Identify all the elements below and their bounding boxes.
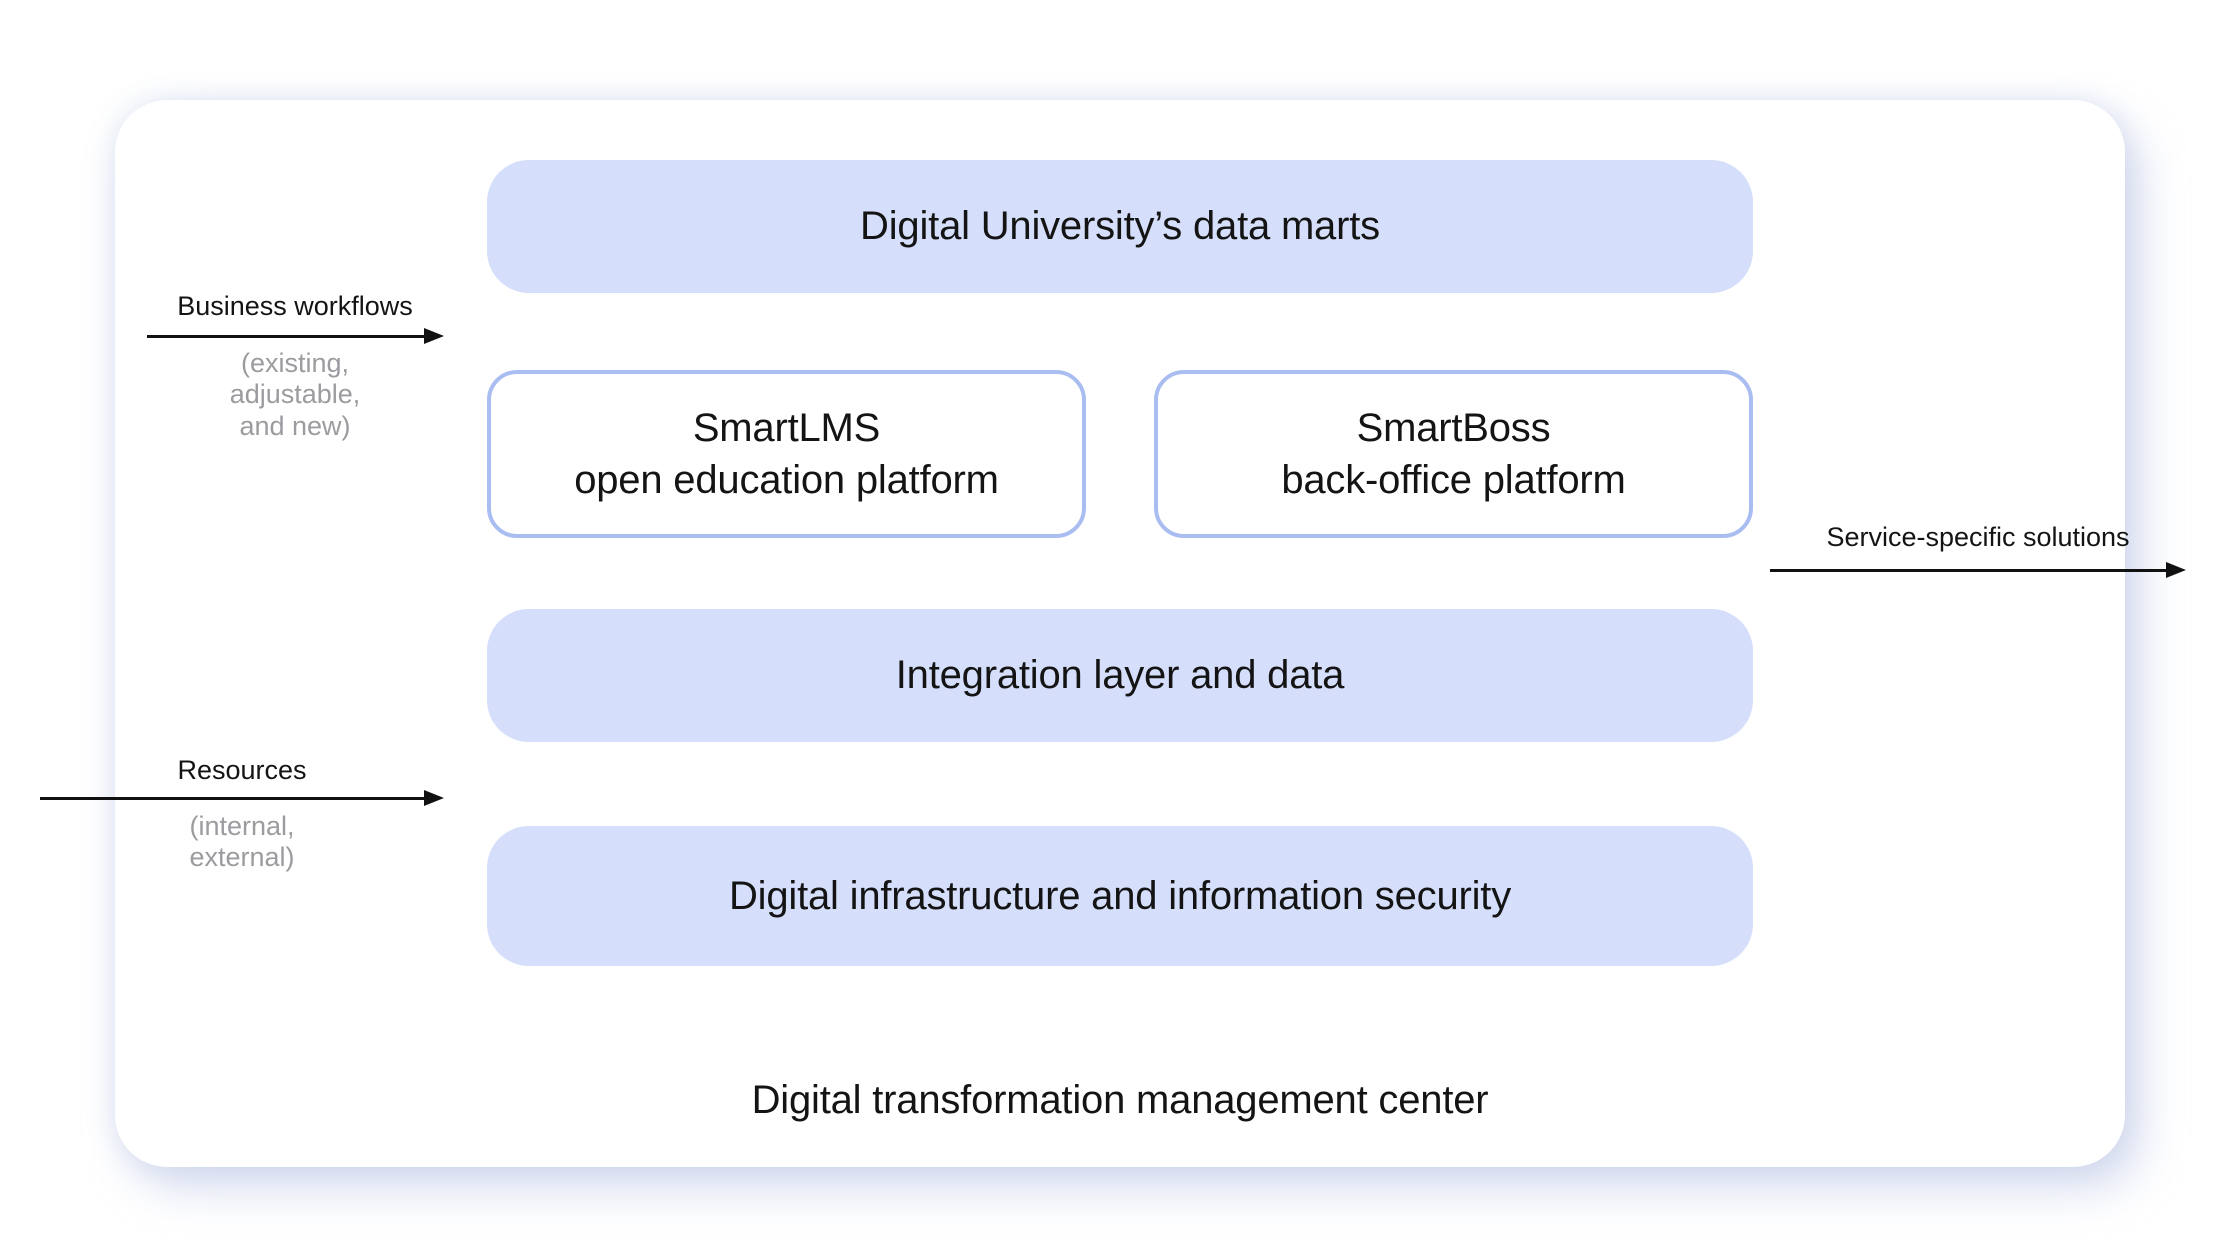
resources-note: (internal, external) [40,811,444,874]
business-workflows-note: (existing, adjustable, and new) [130,348,460,442]
business-workflows-arrow [147,328,444,344]
integration-box: Integration layer and data [487,609,1753,742]
service-solutions-label: Service-specific solutions [1826,522,2130,552]
business-workflows-label: Business workflows [177,291,413,321]
resources-arrow [40,790,444,806]
note-line: (existing, [240,348,350,378]
note-line: (internal, [189,811,295,841]
arrow-head [424,328,444,344]
smartboss-title: SmartBoss [1356,406,1551,450]
smartlms-box: SmartLMS open education platform [487,370,1086,538]
arrow-line [147,334,425,338]
arrow-line [1770,568,2167,572]
note-line: external) [189,842,295,873]
arrow-head [2166,562,2186,578]
infrastructure-label: Digital infrastructure and information s… [728,873,1512,918]
resources-label: Resources [177,755,307,785]
integration-label: Integration layer and data [895,653,1345,697]
arrow-line [40,796,425,800]
data-marts-box: Digital University’s data marts [487,160,1753,293]
note-line: adjustable, [229,379,361,410]
smartlms-subtitle: open education platform [574,458,999,502]
card-title: Digital transformation management center [751,1078,1489,1122]
smartboss-subtitle: back-office platform [1281,458,1626,502]
data-marts-label: Digital University’s data marts [860,204,1380,248]
note-line: and new) [239,410,351,441]
smartboss-box: SmartBoss back-office platform [1154,370,1753,538]
arrow-head [424,790,444,806]
infrastructure-box: Digital infrastructure and information s… [487,826,1753,966]
smartlms-title: SmartLMS [692,406,881,450]
service-solutions-arrow [1770,562,2186,578]
